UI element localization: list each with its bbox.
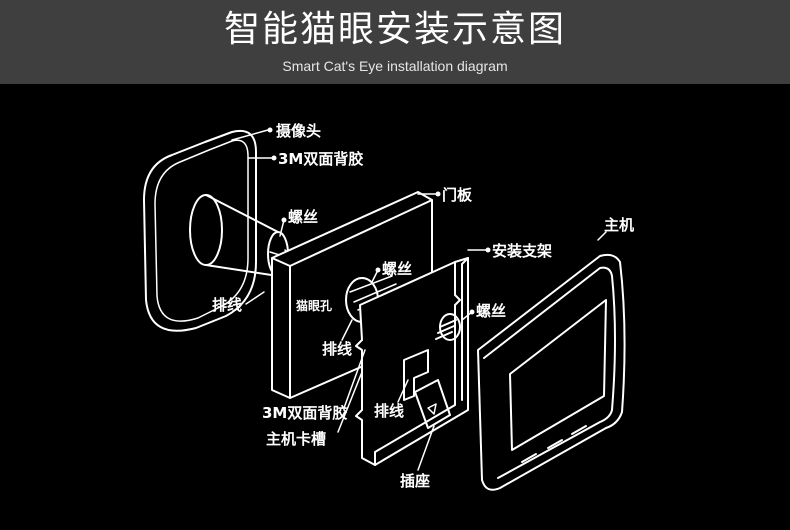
installation-diagram: 摄像头 3M双面背胶 门板 螺丝 主机 螺丝 安装支架 排线 螺丝 排线 3M双… — [143, 122, 634, 491]
camera-barrel-end — [189, 194, 223, 266]
socket-arrow-icon — [427, 403, 437, 415]
label-tape-bracket: 3M双面背胶 — [262, 404, 347, 422]
host-buttons — [521, 425, 587, 463]
label-peephole: 猫眼孔 — [296, 298, 332, 313]
label-host-slot: 主机卡槽 — [266, 430, 326, 448]
label-cable-3: 排线 — [374, 402, 404, 420]
page-subtitle: Smart Cat's Eye installation diagram — [282, 58, 508, 74]
label-screw-1: 螺丝 — [288, 208, 318, 226]
leader-lines — [231, 129, 607, 471]
host-unit — [477, 253, 626, 491]
label-bracket: 安装支架 — [492, 242, 552, 260]
mounting-bracket — [355, 257, 469, 466]
camera-barrel — [205, 194, 279, 277]
label-camera: 摄像头 — [276, 122, 321, 140]
host-screen — [509, 299, 607, 451]
header-bar: 智能猫眼安装示意图 Smart Cat's Eye installation d… — [0, 0, 790, 84]
camera-body-outer — [143, 130, 257, 332]
camera-unit — [143, 130, 307, 332]
label-cable-1: 排线 — [212, 296, 242, 314]
label-socket: 插座 — [400, 472, 430, 490]
label-door-plate: 门板 — [442, 186, 473, 204]
label-screw-2: 螺丝 — [382, 260, 412, 278]
camera-body-inner — [154, 139, 249, 322]
socket — [414, 379, 451, 429]
label-tape-camera: 3M双面背胶 — [278, 150, 363, 168]
label-screw-3: 螺丝 — [476, 302, 506, 320]
bracket-slot — [403, 349, 429, 401]
label-host: 主机 — [604, 216, 634, 234]
leader-dots — [267, 127, 491, 315]
page-title: 智能猫眼安装示意图 — [223, 9, 566, 50]
label-cable-2: 排线 — [322, 340, 352, 358]
